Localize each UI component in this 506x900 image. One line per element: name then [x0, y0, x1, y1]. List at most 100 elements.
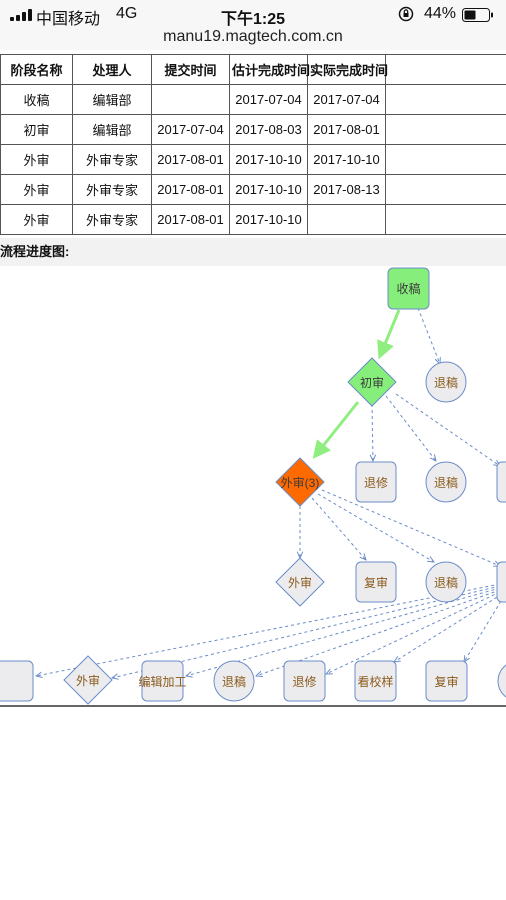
- cell-handler: 外审专家: [72, 204, 152, 235]
- node-receive[interactable]: 收稿: [387, 267, 430, 310]
- node-offscreen-right-2[interactable]: [496, 561, 506, 603]
- node-b-external-label: 外审: [76, 673, 100, 688]
- node-reject-3[interactable]: 退稿: [425, 561, 467, 603]
- edge-initial-external: [312, 401, 360, 459]
- node-initial-review-label: 初审: [360, 375, 384, 390]
- cell-submitted: [151, 84, 230, 115]
- cell-stage: 外审: [0, 204, 73, 235]
- cell-actual: 2017-10-10: [307, 144, 386, 175]
- flow-bottom-border: [0, 705, 506, 707]
- cell-handler: 编辑部: [72, 84, 152, 115]
- battery-icon: [462, 8, 493, 22]
- cell-empty: [385, 174, 506, 205]
- node-initial-review[interactable]: 初审: [347, 357, 397, 407]
- node-reject-3-label: 退稿: [434, 575, 458, 590]
- cell-handler: 外审专家: [72, 174, 152, 205]
- edge-receive-reject: [417, 307, 440, 364]
- clock: 下午1:25: [220, 11, 286, 28]
- cell-empty: [385, 84, 506, 115]
- signal-icon: [10, 9, 32, 21]
- rotation-lock-icon: [398, 6, 414, 22]
- stage-table: 阶段名称 处理人 提交时间 估计完成时间 实际完成时间 收稿 编辑部 2017-…: [0, 54, 506, 235]
- cell-estimated: 2017-10-10: [229, 144, 308, 175]
- cell-stage: 收稿: [0, 84, 73, 115]
- node-b-proof[interactable]: 看校样: [354, 660, 397, 702]
- table-row: 收稿 编辑部 2017-07-04 2017-07-04: [0, 84, 506, 115]
- cell-estimated: 2017-10-10: [229, 174, 308, 205]
- cell-empty: [385, 114, 506, 145]
- flow-diagram[interactable]: 收稿 初审 退稿 外审(3) 退修 退稿: [0, 266, 506, 706]
- cell-actual: 2017-08-01: [307, 114, 386, 145]
- node-b-edit-label: 编辑加工: [138, 674, 186, 689]
- header-stage: 阶段名称: [0, 54, 73, 85]
- node-b-re-review-label: 复审: [434, 674, 458, 689]
- flow-canvas: 收稿 初审 退稿 外审(3) 退修 退稿: [0, 267, 506, 705]
- header-empty: [385, 54, 506, 85]
- carrier-name: 中国移动: [36, 11, 101, 28]
- edge-external-reject: [317, 493, 434, 562]
- node-offscreen-left[interactable]: [0, 660, 34, 702]
- node-receive-label: 收稿: [396, 281, 420, 296]
- cell-actual: 2017-08-13: [307, 174, 386, 205]
- cell-submitted: 2017-08-01: [151, 204, 230, 235]
- cell-estimated: 2017-08-03: [229, 114, 308, 145]
- cell-stage: 外审: [0, 174, 73, 205]
- node-re-review-label: 复审: [364, 575, 388, 590]
- node-external-review[interactable]: 外审(3): [275, 457, 325, 507]
- cell-empty: [385, 204, 506, 235]
- table-row: 初审 编辑部 2017-07-04 2017-08-03 2017-08-01: [0, 114, 506, 145]
- node-b-revise-label: 退修: [292, 674, 316, 689]
- node-b-proof-label: 看校样: [357, 674, 393, 689]
- header-handler: 处理人: [72, 54, 152, 85]
- edge-fan-1: [36, 583, 501, 676]
- header-estimated: 估计完成时间: [229, 54, 310, 85]
- node-revise-1-label: 退修: [364, 475, 388, 490]
- battery-percent: 44%: [424, 5, 457, 22]
- node-reject-1[interactable]: 退稿: [425, 361, 467, 403]
- node-b-re-review[interactable]: 复审: [425, 660, 468, 702]
- cell-estimated: 2017-07-04: [229, 84, 308, 115]
- table-row: 外审 外审专家 2017-08-01 2017-10-10 2017-08-13: [0, 174, 506, 205]
- node-reject-1-label: 退稿: [434, 375, 458, 390]
- cell-submitted: 2017-08-01: [151, 174, 230, 205]
- edge-receive-initial: [377, 309, 401, 360]
- header-actual: 实际完成时间: [307, 54, 388, 85]
- edge-fan-7: [464, 595, 505, 662]
- edge-fan-4: [256, 589, 501, 676]
- status-bar: 中国移动 4G 下午1:25 44%: [0, 0, 506, 28]
- node-b-revise[interactable]: 退修: [283, 660, 326, 702]
- node-b-reject-label: 退稿: [222, 674, 246, 689]
- table-row: 外审 外审专家 2017-08-01 2017-10-10 2017-10-10: [0, 144, 506, 175]
- node-reject-2[interactable]: 退稿: [425, 461, 467, 503]
- edge-initial-reject: [385, 395, 436, 461]
- edge-external-offscreen: [321, 489, 500, 566]
- node-external-review-2[interactable]: 外审: [275, 557, 325, 607]
- node-offscreen-right-1[interactable]: [496, 461, 506, 503]
- node-re-review[interactable]: 复审: [355, 561, 397, 603]
- header-submitted: 提交时间: [151, 54, 230, 85]
- cell-handler: 编辑部: [72, 114, 152, 145]
- table-header-row: 阶段名称 处理人 提交时间 估计完成时间 实际完成时间: [0, 54, 506, 85]
- cell-submitted: 2017-07-04: [151, 114, 230, 145]
- cell-empty: [385, 144, 506, 175]
- edge-fan-5: [326, 591, 501, 674]
- node-b-external[interactable]: 外审: [63, 655, 113, 705]
- cell-handler: 外审专家: [72, 144, 152, 175]
- node-external-review-label: 外审(3): [281, 475, 320, 490]
- url-bar[interactable]: manu19.magtech.com.cn: [0, 28, 506, 50]
- cell-submitted: 2017-08-01: [151, 144, 230, 175]
- cell-actual: [307, 204, 386, 235]
- node-revise-1[interactable]: 退修: [355, 461, 397, 503]
- node-b-edit[interactable]: 编辑加工: [138, 660, 187, 702]
- cell-estimated: 2017-10-10: [229, 204, 308, 235]
- table-row: 外审 外审专家 2017-08-01 2017-10-10: [0, 204, 506, 235]
- edge-initial-revise: [372, 403, 373, 461]
- node-offscreen-right-3[interactable]: [497, 661, 506, 701]
- node-external-review-2-label: 外审: [288, 575, 312, 590]
- edge-external-rereview: [311, 497, 366, 560]
- node-b-reject[interactable]: 退稿: [213, 660, 255, 702]
- node-reject-2-label: 退稿: [434, 475, 458, 490]
- cell-stage: 初审: [0, 114, 73, 145]
- edge-fan-6: [394, 593, 503, 662]
- cell-actual: 2017-07-04: [307, 84, 386, 115]
